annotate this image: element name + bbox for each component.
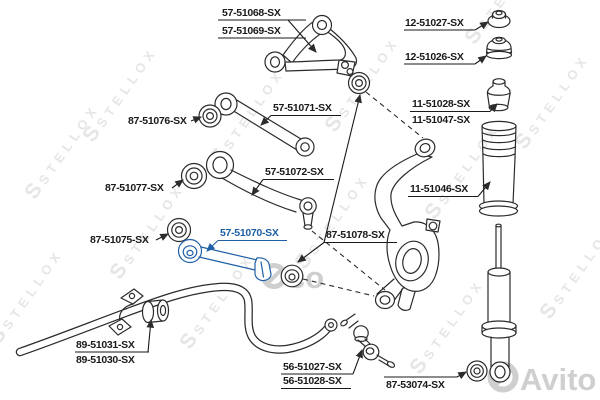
part-label-87-53074-sx: 87-53074-SX [386, 379, 445, 391]
part-label-12-51026-sx: 12-51026-SX [405, 51, 464, 63]
part-label-11-51046-sx: 11-51046-SX [410, 183, 468, 195]
part-label-57-51072-sx: 57-51072-SX [265, 166, 324, 178]
part-label-57-51068-sx: 57-51068-SX [222, 7, 281, 19]
bump-stop [486, 78, 511, 112]
part-label-12-51027-sx: 12-51027-SX [405, 17, 464, 29]
strut-mount-cap [487, 9, 511, 29]
stabilizer-bushing-bracket [108, 288, 170, 336]
part-label-56-51028-sx: 56-51028-SX [283, 375, 342, 387]
knuckle [374, 138, 441, 311]
bushing-87-51075 [166, 217, 192, 243]
part-label-57-51070-sx-highlighted: 57-51070-SX [220, 227, 279, 239]
bushing-87-51077 [180, 162, 208, 190]
part-label-87-51077-sx: 87-51077-SX [105, 182, 164, 194]
part-label-11-51028-sx: 11-51028-SX [412, 98, 470, 110]
part-label-89-51030-sx: 89-51030-SX [76, 354, 135, 366]
part-label-89-51031-sx: 89-51031-SX [76, 339, 135, 351]
part-label-56-51027-sx: 56-51027-SX [283, 361, 342, 373]
part-label-87-51078-sx: 87-51078-SX [326, 229, 385, 241]
lower-control-arm [205, 150, 317, 230]
bushing-87-53074 [466, 360, 488, 382]
assembly-dashed-lines [302, 91, 424, 297]
shock-dust-boot [478, 120, 519, 217]
part-label-87-51076-sx: 87-51076-SX [128, 115, 187, 127]
trailing-rod-highlighted [177, 238, 272, 282]
part-label-57-51071-sx: 57-51071-SX [273, 102, 332, 114]
stabilizer-link [340, 313, 396, 368]
stabilizer-bar [15, 282, 338, 357]
bushing-87-51078-bottom [280, 264, 304, 288]
upper-control-arm [264, 14, 371, 95]
shock-absorber [481, 223, 517, 383]
bushing-87-51076 [198, 104, 222, 128]
marketplace-watermark-text: Avito [520, 362, 596, 397]
part-label-87-51075-sx: 87-51075-SX [90, 234, 149, 246]
label-underlines [75, 19, 490, 390]
part-label-57-51069-sx: 57-51069-SX [222, 25, 281, 37]
part-label-11-51047-sx: 11-51047-SX [412, 114, 470, 126]
strut-mount [485, 36, 513, 60]
leader-lines [146, 19, 498, 380]
